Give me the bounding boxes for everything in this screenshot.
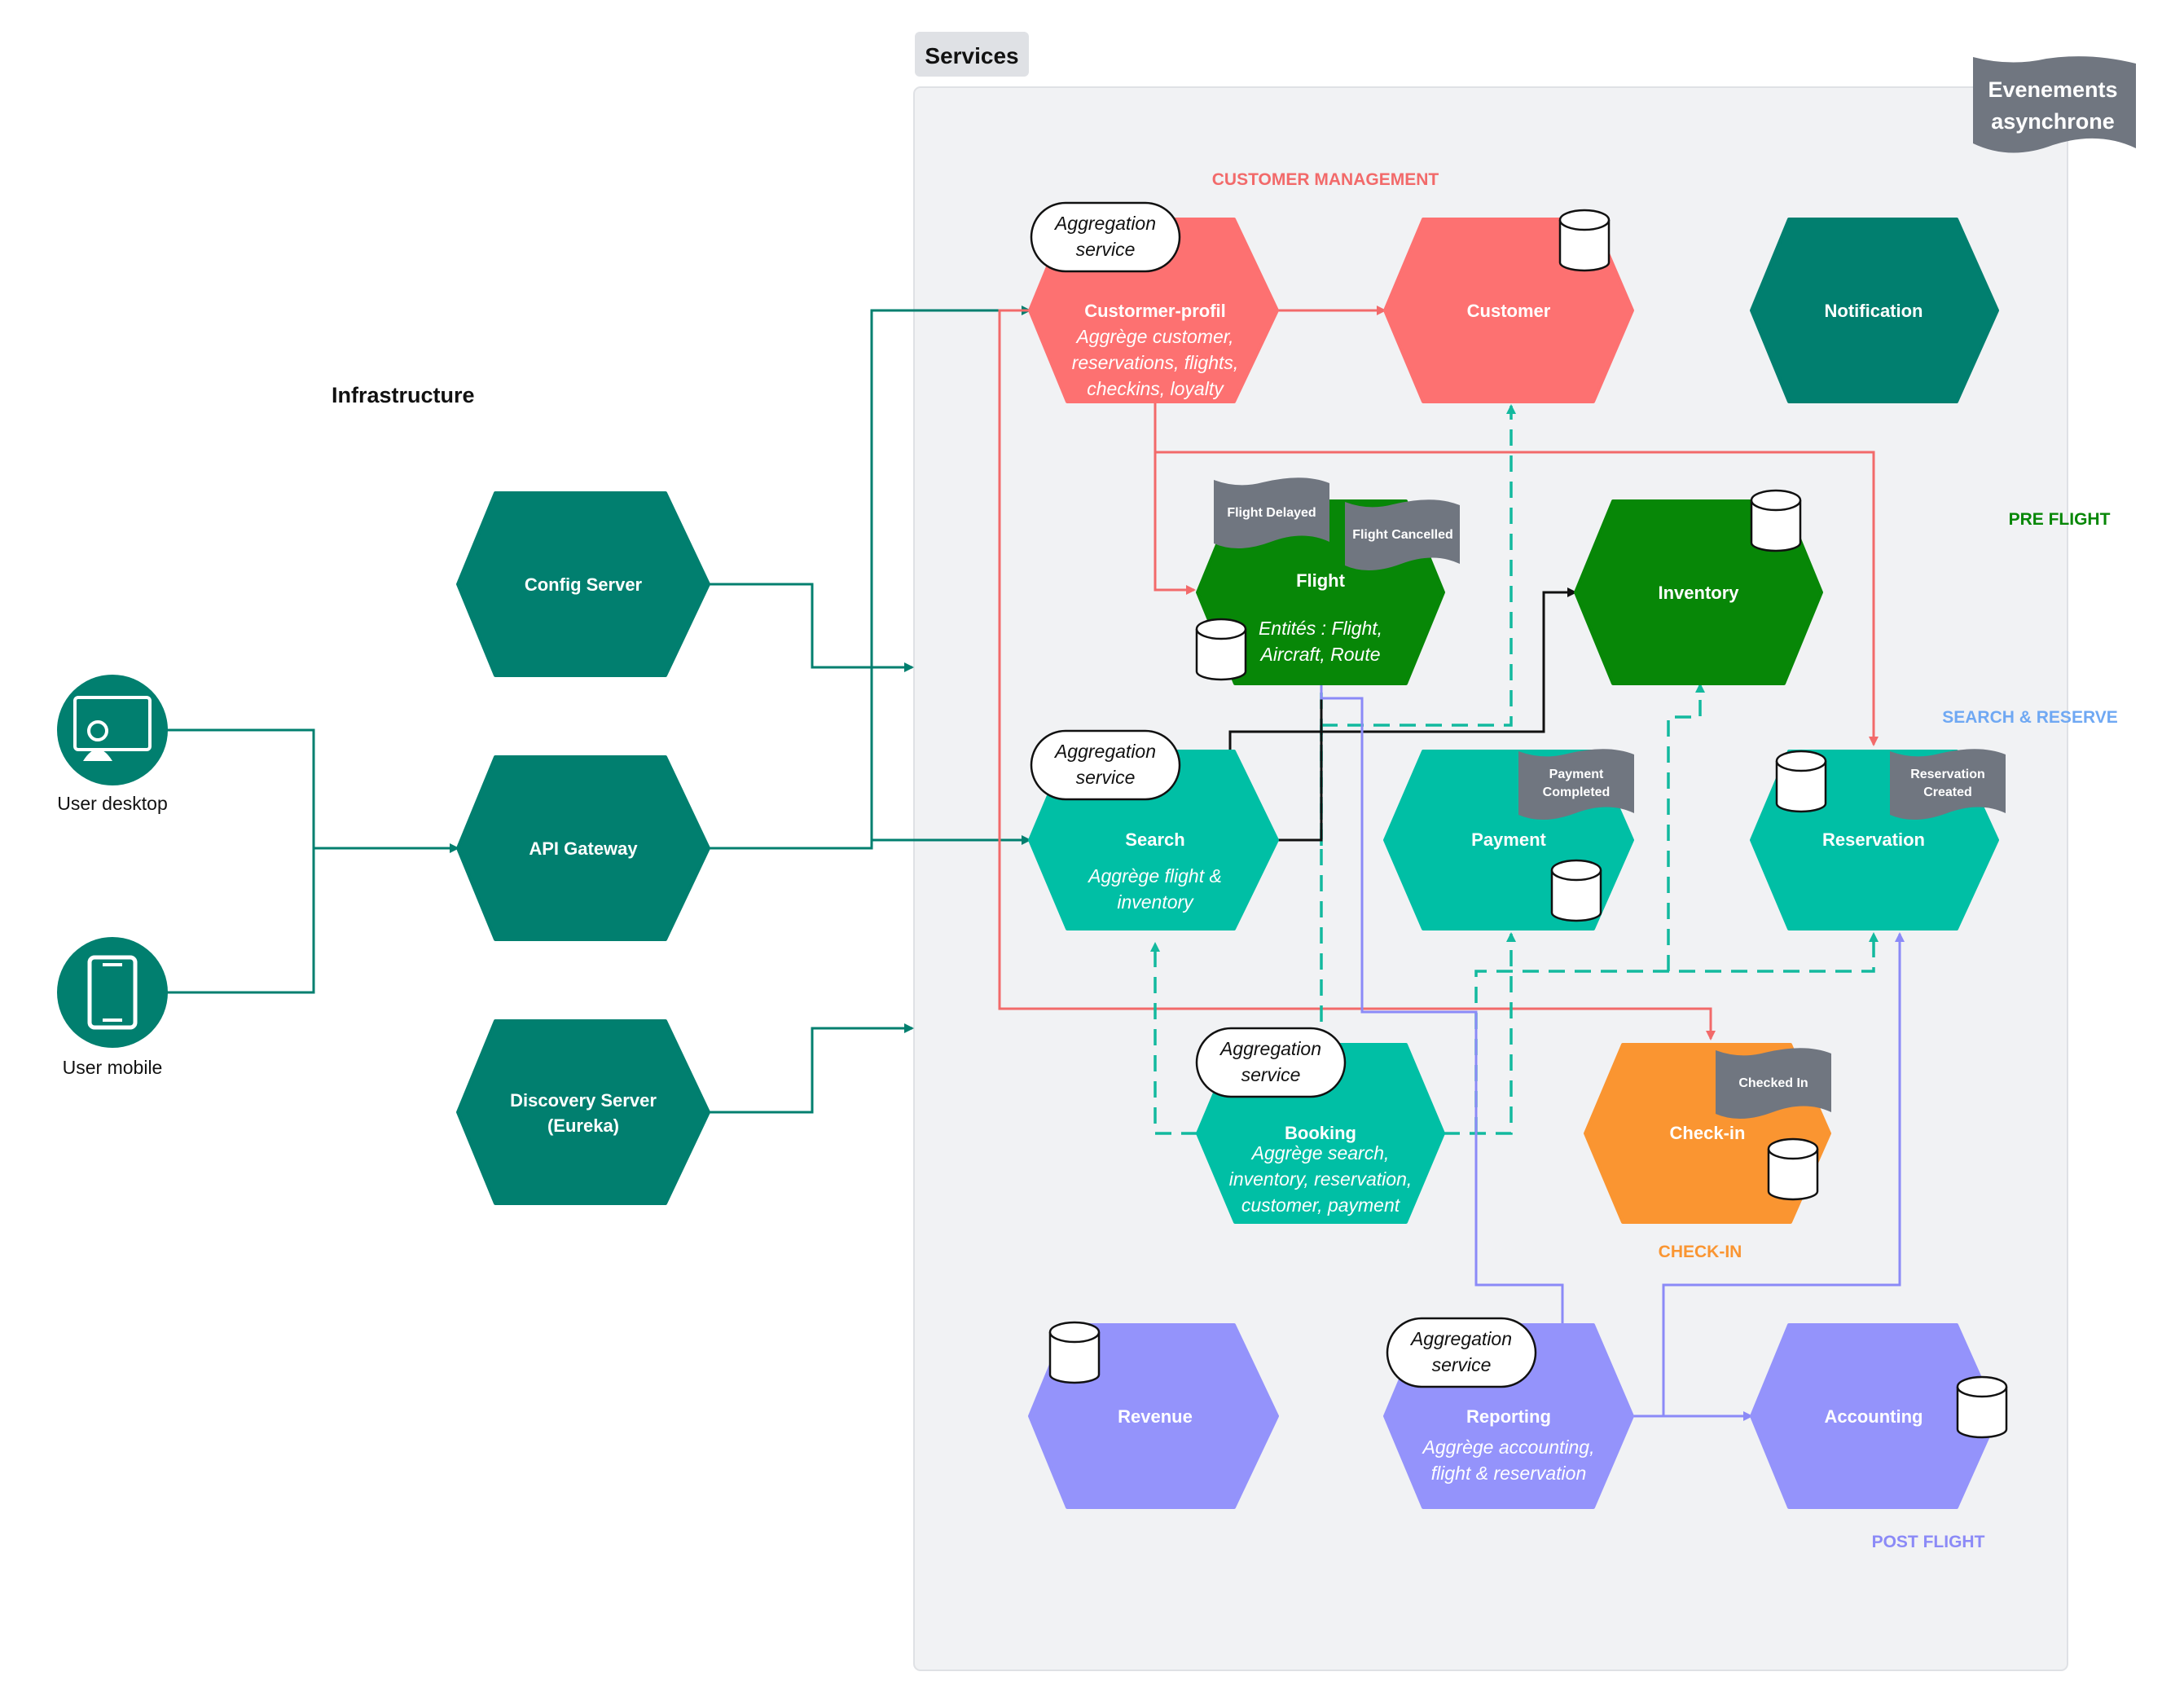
async-events-line2: asynchrone xyxy=(1991,109,2115,134)
mobile-icon xyxy=(87,955,138,1030)
database-icon xyxy=(1558,209,1611,272)
label-customer-management: CUSTOMER MANAGEMENT xyxy=(1212,170,1439,189)
payment-title: Payment xyxy=(1471,829,1546,850)
reporting-connectors xyxy=(1316,673,1905,1421)
discovery-server-label-1: Discovery Server xyxy=(510,1090,657,1111)
search-inventory-connector xyxy=(1228,587,1577,842)
flight-desc-2: Aircraft, Route xyxy=(1259,644,1381,665)
aggregation-badge-booking: Aggregation service xyxy=(1195,1027,1347,1098)
infra-api-gateway[interactable]: API Gateway xyxy=(456,755,710,941)
svg-text:Checked In: Checked In xyxy=(1738,1076,1808,1090)
reporting-title: Reporting xyxy=(1466,1406,1551,1427)
services-tab xyxy=(915,32,1029,77)
event-flight-cancelled: Flight Cancelled xyxy=(1345,499,1460,571)
svg-text:Created: Created xyxy=(1923,785,1972,799)
svg-text:Aggregation: Aggregation xyxy=(1409,1328,1512,1349)
database-icon xyxy=(1767,1137,1819,1201)
label-post-flight: POST FLIGHT xyxy=(1872,1533,1985,1551)
label-check-in: CHECK-IN xyxy=(1659,1243,1742,1261)
desktop-icon xyxy=(73,696,152,761)
event-payment-completed: Payment Completed xyxy=(1518,749,1634,821)
svg-text:Reservation: Reservation xyxy=(1910,768,1985,781)
database-icon xyxy=(1048,1321,1101,1384)
customer-profil-desc-3: checkins, loyalty xyxy=(1087,378,1224,399)
aggregation-badge-customer-profil: Aggregation service xyxy=(1030,201,1181,273)
user-desktop-label: User desktop xyxy=(57,793,168,814)
svg-text:Completed: Completed xyxy=(1543,785,1611,799)
svg-text:service: service xyxy=(1432,1354,1492,1375)
customer-title: Customer xyxy=(1467,301,1551,321)
svg-text:Aggregation: Aggregation xyxy=(1053,213,1156,234)
infra-config-server[interactable]: Config Server xyxy=(456,491,710,677)
reporting-desc-2: flight & reservation xyxy=(1431,1463,1586,1484)
search-desc-2: inventory xyxy=(1117,891,1194,913)
accounting-title: Accounting xyxy=(1825,1406,1923,1427)
label-search-reserve: SEARCH & RESERVE xyxy=(1942,708,2118,727)
customer-profil-desc-2: reservations, flights, xyxy=(1072,352,1239,373)
infrastructure-title: Infrastructure xyxy=(332,383,475,407)
database-icon xyxy=(1750,489,1802,552)
booking-desc-1: Aggrège search, xyxy=(1250,1142,1390,1164)
services-title: Services xyxy=(925,43,1018,68)
database-icon xyxy=(1956,1375,2008,1439)
client-user-desktop[interactable] xyxy=(57,675,168,785)
aggregation-badge-search: Aggregation service xyxy=(1030,729,1181,801)
infra-connectors xyxy=(167,306,1031,1114)
revenue-title: Revenue xyxy=(1118,1406,1193,1427)
svg-text:Aggregation: Aggregation xyxy=(1053,741,1156,762)
booking-title: Booking xyxy=(1285,1123,1356,1143)
service-notification[interactable]: Notification xyxy=(1750,218,1999,403)
inventory-title: Inventory xyxy=(1658,583,1739,603)
aggregation-badge-reporting: Aggregation service xyxy=(1386,1317,1537,1388)
booking-desc-3: customer, payment xyxy=(1241,1194,1401,1216)
event-checked-in: Checked In xyxy=(1716,1048,1831,1120)
customer-profil-title: Custormer-profil xyxy=(1084,301,1226,321)
svg-text:Payment: Payment xyxy=(1549,768,1604,781)
booking-desc-2: inventory, reservation, xyxy=(1229,1168,1413,1190)
svg-text:Flight Cancelled: Flight Cancelled xyxy=(1352,528,1453,542)
svg-text:Aggregation: Aggregation xyxy=(1219,1038,1321,1059)
service-accounting[interactable]: Accounting xyxy=(1750,1323,1999,1509)
customer-profil-desc-1: Aggrège customer, xyxy=(1074,326,1233,347)
label-pre-flight: PRE FLIGHT xyxy=(2009,510,2111,529)
customer-connectors xyxy=(998,306,1879,1040)
discovery-server-label-2: (Eureka) xyxy=(547,1115,619,1136)
async-events-banner xyxy=(1973,56,2136,153)
flight-desc-1: Entités : Flight, xyxy=(1259,618,1382,639)
database-icon xyxy=(1550,859,1602,922)
user-mobile-label: User mobile xyxy=(63,1057,163,1078)
search-desc-1: Aggrège flight & xyxy=(1087,865,1222,886)
svg-text:service: service xyxy=(1076,767,1136,788)
search-title: Search xyxy=(1125,829,1184,850)
api-gateway-label: API Gateway xyxy=(529,838,638,859)
svg-text:service: service xyxy=(1241,1064,1301,1085)
svg-text:Flight Delayed: Flight Delayed xyxy=(1227,506,1316,520)
event-reservation-created: Reservation Created xyxy=(1890,749,2006,821)
reservation-title: Reservation xyxy=(1822,829,1925,850)
event-flight-delayed: Flight Delayed xyxy=(1214,477,1329,549)
flight-title: Flight xyxy=(1296,570,1346,591)
async-events-line1: Evenements xyxy=(1988,77,2117,102)
database-icon xyxy=(1195,618,1247,681)
config-server-label: Config Server xyxy=(525,574,643,595)
notification-title: Notification xyxy=(1825,301,1923,321)
infra-discovery-server[interactable]: Discovery Server (Eureka) xyxy=(456,1019,710,1205)
client-user-mobile[interactable] xyxy=(57,937,168,1048)
check-in-title: Check-in xyxy=(1670,1123,1746,1143)
reporting-desc-1: Aggrège accounting, xyxy=(1422,1436,1595,1458)
database-icon xyxy=(1775,750,1827,813)
svg-text:service: service xyxy=(1076,239,1136,260)
